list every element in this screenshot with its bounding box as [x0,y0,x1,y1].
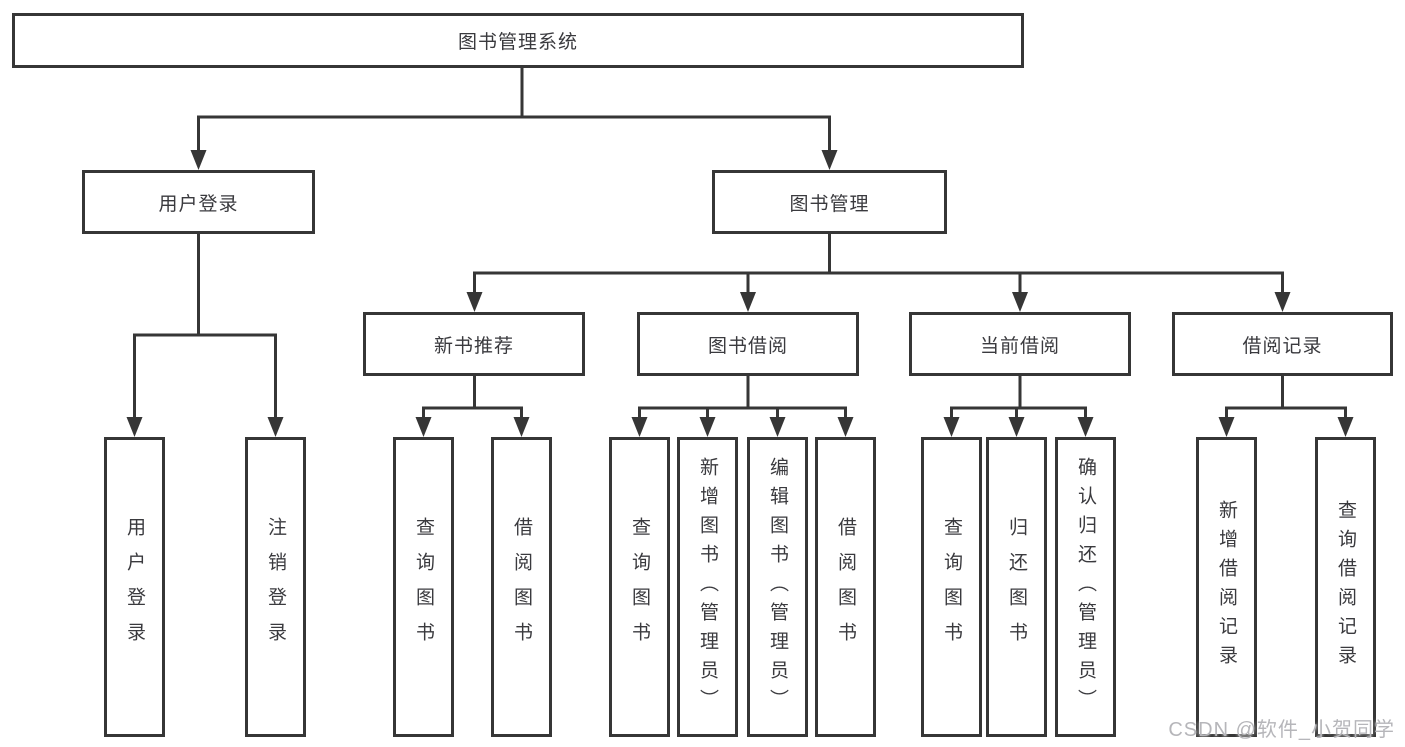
node-book-management: 图书管理 [712,170,947,234]
node-current-borrow-label: 当前借阅 [979,335,1060,357]
node-leaf-borrow-books-recommend-label: 借阅图书 [511,517,532,657]
node-leaf-query-books-current-label: 查询图书 [941,517,962,657]
node-leaf-query-borrow-record: 查询借阅记录 [1315,437,1376,737]
node-leaf-borrow-books-recommend: 借阅图书 [491,437,552,737]
connectors-borrow-records [1218,376,1354,437]
node-new-book-recommend: 新书推荐 [363,312,585,376]
node-book-management-label: 图书管理 [789,193,870,215]
node-leaf-logout: 注销登录 [245,437,306,737]
csdn-watermark: CSDN @软件_小贺同学 [1168,719,1395,741]
node-library-system-label: 图书管理系统 [457,32,578,53]
connectors-book-borrow [631,376,854,437]
node-leaf-return-books: 归还图书 [986,437,1047,737]
node-leaf-add-books-admin-label: 新增图书（管理员） [697,456,718,718]
node-borrow-records-label: 借阅记录 [1242,335,1323,357]
connectors-current-borrow [943,376,1094,437]
node-book-borrow: 图书借阅 [637,312,859,376]
node-leaf-edit-books-admin-label: 编辑图书（管理员） [767,456,788,718]
node-library-system: 图书管理系统 [12,13,1024,68]
node-leaf-query-books-recommend-label: 查询图书 [413,517,434,657]
node-leaf-add-borrow-record: 新增借阅记录 [1196,437,1257,737]
node-leaf-add-books-admin: 新增图书（管理员） [677,437,738,737]
connectors-book-management [466,234,1291,312]
node-user-login-label: 用户登录 [158,193,239,215]
node-leaf-query-books-borrow: 查询图书 [609,437,670,737]
node-leaf-confirm-return-admin: 确认归还（管理员） [1055,437,1116,737]
node-user-login: 用户登录 [82,170,315,234]
node-leaf-user-login-label: 用户登录 [124,517,145,657]
node-leaf-borrow-books: 借阅图书 [815,437,876,737]
connectors-root [190,67,838,170]
node-leaf-confirm-return-admin-label: 确认归还（管理员） [1075,456,1096,718]
node-leaf-query-books-recommend: 查询图书 [393,437,454,737]
node-leaf-return-books-label: 归还图书 [1006,517,1027,657]
node-leaf-edit-books-admin: 编辑图书（管理员） [747,437,808,737]
node-new-book-recommend-label: 新书推荐 [433,335,514,357]
node-leaf-query-borrow-record-label: 查询借阅记录 [1335,500,1356,674]
node-leaf-add-borrow-record-label: 新增借阅记录 [1216,500,1237,674]
connectors-new-book-recommend [415,376,530,437]
node-leaf-query-books-borrow-label: 查询图书 [629,517,650,657]
node-leaf-user-login: 用户登录 [104,437,165,737]
node-leaf-borrow-books-label: 借阅图书 [835,517,856,657]
node-borrow-records: 借阅记录 [1172,312,1393,376]
node-leaf-logout-label: 注销登录 [265,517,286,657]
node-current-borrow: 当前借阅 [909,312,1131,376]
connectors-user-login [126,234,284,437]
node-leaf-query-books-current: 查询图书 [921,437,982,737]
node-book-borrow-label: 图书借阅 [707,335,788,357]
